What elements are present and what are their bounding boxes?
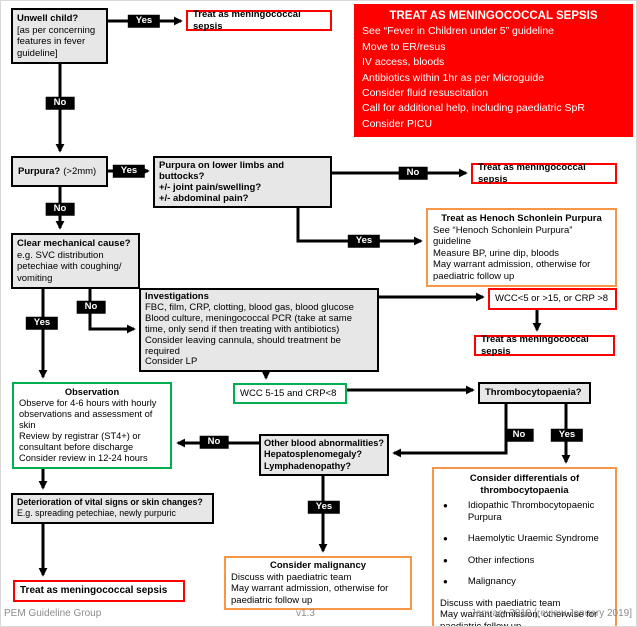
node-title: Consider differentials of thrombocytopae… [469,473,580,496]
node-treat-sepsis-right: Treat as meningococcal sepsis [471,162,617,185]
node-wcc-normal: WCC 5-15 and CRP<8 [233,383,347,404]
panel-line: See “Fever in Children under 5” guidelin… [362,25,555,38]
panel-line: Consider fluid resuscitation [362,87,489,100]
edge-label-no: No [199,435,229,449]
edge-label-no: No [76,300,106,314]
node-line: +/- joint pain/swelling? [159,182,262,193]
node-consider-malignancy: Consider malignancy Discuss with paediat… [224,556,412,610]
node-differentials-thrombocytopaenia: Consider differentials of thrombocytopae… [432,467,617,627]
node-wcc-abnormal: WCC<5 or >15, or CRP >8 [488,288,617,310]
node-line: +/- abdominal pain? [159,193,249,204]
edge-label-yes: Yes [550,428,584,442]
edge-label-no: No [45,202,75,216]
bullet-icon: ● [443,577,448,586]
node-title: Treat as Henoch Schonlein Purpura [441,213,602,224]
bullet-item: ● Haemolytic Uraemic Syndrome [443,533,609,545]
node-line: Purpura on lower limbs and buttocks? [159,160,285,182]
node-title: Purpura? [18,165,61,177]
bullet-item: ● Other infections [443,555,609,567]
bullet-item: ● Malignancy [443,576,609,588]
bullet-icon: ● [443,501,448,510]
edge-label-yes: Yes [25,316,59,330]
node-text: Treat as meningococcal sepsis [20,585,168,597]
panel-line: Move to ER/resus [362,40,446,53]
node-unwell-child: Unwell child? [as per concerning feature… [11,8,108,64]
edge-label-no: No [504,428,534,442]
node-title: Unwell child? [17,13,79,24]
node-thrombocytopaenia: Thrombocytopaenia? [478,382,591,404]
edge-label-yes: Yes [347,234,381,248]
node-text: WCC 5-15 and CRP<8 [240,387,337,399]
node-deterioration: Deterioration of vital signs or skin cha… [11,493,214,524]
panel-line: IV access, bloods [362,56,445,69]
node-text: Treat as meningococcal sepsis [478,162,586,185]
node-text: Treat as meningococcal sepsis [481,334,589,357]
edge-label-no: No [398,166,428,180]
node-investigations: Investigations FBC, film, CRP, clotting,… [139,288,379,373]
node-other-blood-abnormalities: Other blood abnormalities? Hepatosplenom… [259,434,389,476]
node-clear-mechanical-cause: Clear mechanical cause? e.g. SVC distrib… [11,233,140,289]
node-body: e.g. SVC distribution petechiae with cou… [17,249,122,284]
node-henoch-schonlein: Treat as Henoch Schonlein Purpura See “H… [426,208,617,287]
node-title: Deterioration of vital signs or skin cha… [17,497,203,507]
edge-label-no: No [45,96,75,110]
node-line: Discuss with paediatric team [440,597,561,609]
node-line: Observe for 4-6 hours with hourly observ… [19,398,157,430]
bullet-text: Idiopathic Thrombocytopaenic Purpura [467,500,595,523]
panel-line: Antibiotics within 1hr as per Microguide [362,71,545,84]
node-title: Observation [64,387,120,397]
edge-thrombo-no [392,404,508,458]
node-treat-sepsis-bottom: Treat as meningococcal sepsis [13,580,185,602]
edge-label-yes: Yes [307,500,341,514]
node-purpura: Purpura? (>2mm) [11,156,108,187]
node-line: Measure BP, urine dip, bloods [433,247,560,259]
bullet-text: Haemolytic Uraemic Syndrome [467,533,599,544]
edge-label-yes: Yes [112,164,146,178]
node-line: Consider LP [145,356,198,368]
node-line: FBC, film, CRP, clotting, blood gas, blo… [145,301,354,313]
node-line: Consider leaving cannula, should treatme… [145,334,341,357]
bullet-text: Other infections [467,554,535,566]
node-line: Blood culture, meningococcal PCR (take a… [145,312,352,335]
node-line: May warrant admission, otherwise for pae… [433,259,591,282]
node-treat-as-meningococcal-sepsis-panel: TREAT AS MENINGOCOCCAL SEPSIS See “Fever… [354,4,633,138]
node-body: [as per concerning features in fever gui… [17,24,96,59]
node-line: See “Henoch Schonlein Purpura” guideline [433,224,573,248]
bullet-icon: ● [443,534,448,543]
node-text: WCC<5 or >15, or CRP >8 [495,293,609,305]
node-treat-sepsis-mid: Treat as meningococcal sepsis [474,334,615,357]
panel-line: Call for additional help, including paed… [362,102,585,115]
node-body: E.g. spreading petechiae, newly purpuric [17,508,176,518]
node-observation: Observation Observe for 4-6 hours with h… [12,382,172,469]
bullet-icon: ● [443,555,448,565]
node-line: May warrant admission, otherwise for pae… [231,583,389,606]
node-text: Treat as meningococcal sepsis [193,9,301,32]
bullet-text: Malignancy [467,576,516,587]
node-line: May warrant admission, otherwise for pae… [440,609,598,627]
edge-label-yes: Yes [127,14,161,28]
node-title: Clear mechanical cause? [17,238,131,249]
footer-date: January 2019 [review January 2019] [470,608,632,619]
node-line: Review by registrar (ST4+) or consultant… [19,431,141,452]
node-line: Lymphadenopathy? [264,460,351,471]
node-purpura-lower-limbs: Purpura on lower limbs and buttocks? +/-… [153,156,332,208]
node-treat-sepsis-top: Treat as meningococcal sepsis [186,9,332,32]
footer-group-name: PEM Guideline Group [4,608,102,619]
node-line: Hepatosplenomegaly? [264,449,363,460]
node-line: Consider review in 12-24 hours [19,453,148,463]
footer-version: v1.3 [296,608,315,619]
node-line: Other blood abnormalities? [264,438,384,448]
node-line: Discuss with paediatric team [231,571,352,583]
panel-line: Consider PICU [362,117,433,130]
node-text: Thrombocytopaenia? [485,387,582,399]
node-title: Consider malignancy [269,560,367,571]
node-title: Investigations [145,291,209,302]
node-suffix: (>2mm) [63,165,97,177]
bullet-item: ● Idiopathic Thrombocytopaenic Purpura [443,500,609,523]
panel-title: TREAT AS MENINGOCOCCAL SEPSIS [389,10,598,22]
